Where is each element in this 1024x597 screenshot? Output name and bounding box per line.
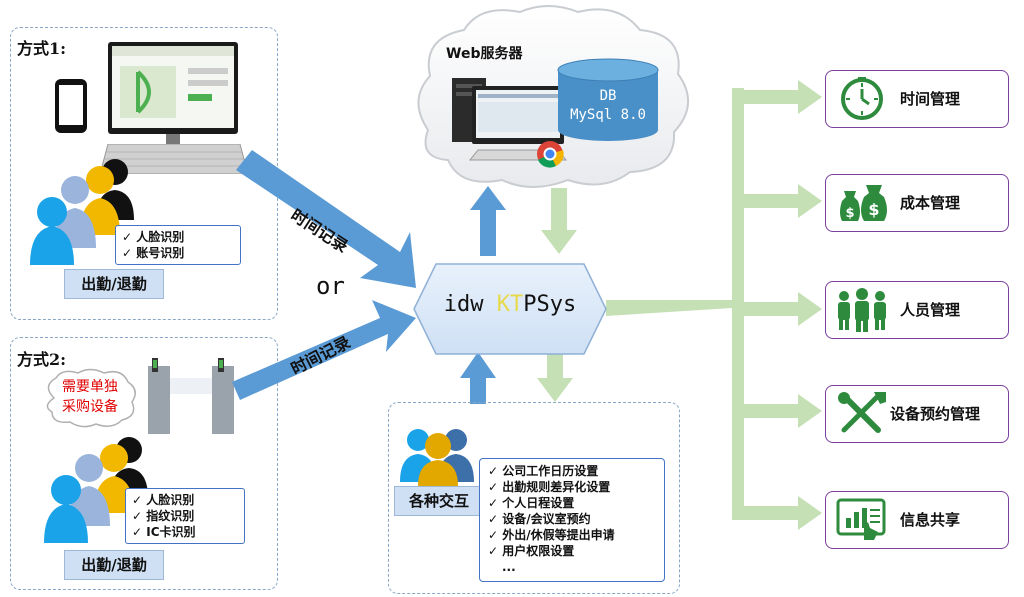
system-name-kt: KT <box>496 292 524 317</box>
interaction-item: ✓ 用户权限设置 <box>488 544 575 558</box>
arrow-server-to-system <box>541 188 577 254</box>
arrow-system-to-interaction <box>537 352 573 402</box>
module-cost-management[interactable]: $ $ 成本管理 <box>825 174 1009 232</box>
money-bags-icon: $ $ <box>840 185 887 221</box>
module-time-management[interactable]: 时间管理 <box>825 70 1009 128</box>
method2-tag: 出勤/退勤 <box>64 550 164 580</box>
check-item: 人脸识别 <box>132 492 238 508</box>
check-item: 账号识别 <box>122 245 234 261</box>
interaction-item: ✓ 出勤规则差异化设置 <box>488 480 611 494</box>
module-label: 设备预约管理 <box>890 405 981 423</box>
database-icon: DB MySql 8.0 <box>556 58 660 142</box>
bubble-text: 需要单独采购设备 <box>62 379 118 415</box>
interaction-item: ✓ 设备/会议室预约 <box>488 512 591 526</box>
interaction-list: ✓ 公司工作日历设置 ✓ 出勤规则差异化设置 ✓ 个人日程设置 ✓ 设备/会议室… <box>479 458 665 582</box>
arrow-system-to-modules <box>606 300 732 316</box>
arrow-interaction-to-system <box>460 352 496 404</box>
interaction-tag: 各种交互 <box>394 486 484 516</box>
interaction-item: ... <box>502 560 516 574</box>
svg-text:$: $ <box>845 206 854 221</box>
people-group-icon <box>44 428 154 548</box>
method1-tag: 出勤/退勤 <box>64 269 164 299</box>
tools-icon <box>838 392 886 433</box>
method2-check-list: 人脸识别 指纹识别 IC卡识别 <box>125 488 245 544</box>
module-equipment-booking[interactable]: 设备预约管理 <box>825 385 1009 443</box>
turnstile-gate-icon <box>146 356 241 436</box>
desktop-monitor <box>108 42 238 152</box>
svg-text:$: $ <box>868 200 879 219</box>
interaction-item: ✓ 个人日程设置 <box>488 496 575 510</box>
tablet-chart-icon <box>836 498 886 540</box>
module-info-sharing[interactable]: 信息共享 <box>825 491 1009 549</box>
interaction-panel <box>388 402 680 594</box>
method2-title: 方式2: <box>17 350 67 369</box>
system-name-suffix: PSys <box>523 292 577 317</box>
module-label: 人员管理 <box>900 301 961 319</box>
system-node: idw KTPSys <box>412 262 608 356</box>
module-label: 成本管理 <box>900 194 961 212</box>
web-server-cloud <box>408 0 698 194</box>
arrow-system-to-server <box>470 186 506 256</box>
db-label-line1: DB <box>599 88 617 104</box>
module-label: 时间管理 <box>900 90 961 108</box>
smartphone-icon <box>54 78 88 134</box>
module-label: 信息共享 <box>900 511 961 529</box>
module-people-management[interactable]: 人员管理 <box>825 281 1009 339</box>
server-title: Web服务器 <box>446 46 523 62</box>
check-item: IC卡识别 <box>132 524 238 540</box>
interaction-item: ✓ 外出/休假等提出申请 <box>488 528 615 542</box>
clock-icon <box>841 77 883 120</box>
method1-title: 方式1: <box>17 39 67 58</box>
people-group-icon <box>838 288 886 332</box>
keyboard <box>99 143 249 175</box>
users-icon <box>398 424 478 486</box>
check-item: 人脸识别 <box>122 229 234 245</box>
arrow-method2-to-system <box>232 300 416 400</box>
system-name: idw KTPSys <box>412 292 608 317</box>
system-name-prefix: idw <box>443 292 497 317</box>
arrow-method1-to-system <box>236 150 416 288</box>
check-item: 指纹识别 <box>132 508 238 524</box>
db-label-line2: MySql 8.0 <box>570 107 646 123</box>
or-text: or <box>316 272 345 300</box>
interaction-item: ✓ 公司工作日历设置 <box>488 464 599 478</box>
people-group-icon <box>30 150 140 270</box>
method1-check-list: 人脸识别 账号识别 <box>115 225 241 265</box>
method2-panel <box>10 337 278 590</box>
purchase-note-bubble: 需要单独采购设备 <box>40 368 140 430</box>
